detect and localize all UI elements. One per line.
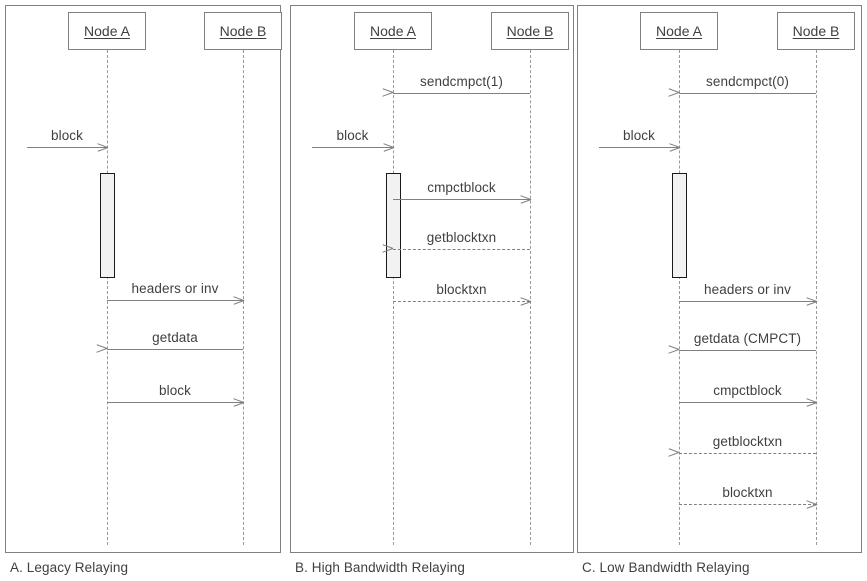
panel-a-actor-b-label: Node B xyxy=(219,23,267,39)
panel-b-caption: B. High Bandwidth Relaying xyxy=(295,560,465,575)
panel-c-message-6-label: blocktxn xyxy=(722,485,773,500)
panel-a-actor-b[interactable]: Node B xyxy=(204,12,282,50)
panel-c-message-4-line xyxy=(679,402,816,403)
panel-c-message-1-line xyxy=(599,147,679,148)
panel-c-message-1-label: block xyxy=(622,128,656,143)
panel-b-message-2-line xyxy=(393,199,530,200)
panel-c-actor-b-label: Node B xyxy=(792,23,840,39)
panel-c xyxy=(577,5,862,553)
panel-b-message-3-line xyxy=(393,249,530,250)
panel-c-activation-bar xyxy=(671,173,687,278)
panel-b-activation-bar xyxy=(385,173,401,278)
panel-b-actor-b[interactable]: Node B xyxy=(491,12,569,50)
panel-c-message-2-label: headers or inv xyxy=(704,282,791,297)
panel-b-actor-b-label: Node B xyxy=(506,23,554,39)
panel-a-lifeline-b xyxy=(243,50,244,545)
panel-c-message-0-line xyxy=(679,93,816,94)
panel-c-actor-b[interactable]: Node B xyxy=(777,12,855,50)
panel-b-actor-a[interactable]: Node A xyxy=(354,12,432,50)
panel-c-message-6-line xyxy=(679,504,816,505)
panel-a-message-1-label: headers or inv xyxy=(131,281,219,296)
panel-c-lifeline-a xyxy=(679,50,680,545)
panel-a-message-1-line xyxy=(107,300,243,301)
panel-c-message-5-label: getblocktxn xyxy=(712,434,783,449)
panel-b-lifeline-a xyxy=(393,50,394,545)
panel-b-message-4-label: blocktxn xyxy=(436,282,487,297)
panel-c-message-5-line xyxy=(679,453,816,454)
panel-b-message-4-line xyxy=(393,301,530,302)
panel-c-actor-a-label: Node A xyxy=(656,23,702,39)
panel-b xyxy=(290,5,574,553)
panel-a-actor-a-label: Node A xyxy=(84,23,130,39)
panel-a-lifeline-a xyxy=(107,50,108,545)
panel-c-lifeline-b xyxy=(816,50,817,545)
panel-b-message-0-line xyxy=(393,93,530,94)
panel-a-activation-bar xyxy=(99,173,115,278)
panel-c-actor-a[interactable]: Node A xyxy=(640,12,718,50)
panel-a-actor-a[interactable]: Node A xyxy=(68,12,146,50)
panel-c-message-4-label: cmpctblock xyxy=(713,383,782,398)
panel-a xyxy=(5,5,281,553)
panel-c-message-3-label: getdata (CMPCT) xyxy=(693,331,802,346)
panel-b-actor-a-label: Node A xyxy=(370,23,416,39)
panel-a-message-3-line xyxy=(107,402,243,403)
panel-c-message-3-line xyxy=(679,350,816,351)
panel-c-message-0-label: sendcmpct(0) xyxy=(706,74,789,89)
panel-b-message-2-label: cmpctblock xyxy=(427,180,496,195)
panel-c-caption: C. Low Bandwidth Relaying xyxy=(582,560,750,575)
panel-b-lifeline-b xyxy=(530,50,531,545)
panel-b-message-3-label: getblocktxn xyxy=(426,230,497,245)
panel-a-message-3-label: block xyxy=(158,383,192,398)
panel-c-message-2-line xyxy=(679,301,816,302)
panel-a-message-2-label: getdata xyxy=(152,330,198,345)
panel-b-message-0-label: sendcmpct(1) xyxy=(420,74,503,89)
panel-b-message-1-label: block xyxy=(336,128,369,143)
panel-a-message-0-line xyxy=(27,147,107,148)
panel-a-message-0-label: block xyxy=(50,128,84,143)
panel-a-caption: A. Legacy Relaying xyxy=(10,560,129,575)
panel-b-message-1-line xyxy=(312,147,393,148)
panel-a-message-2-line xyxy=(107,349,243,350)
